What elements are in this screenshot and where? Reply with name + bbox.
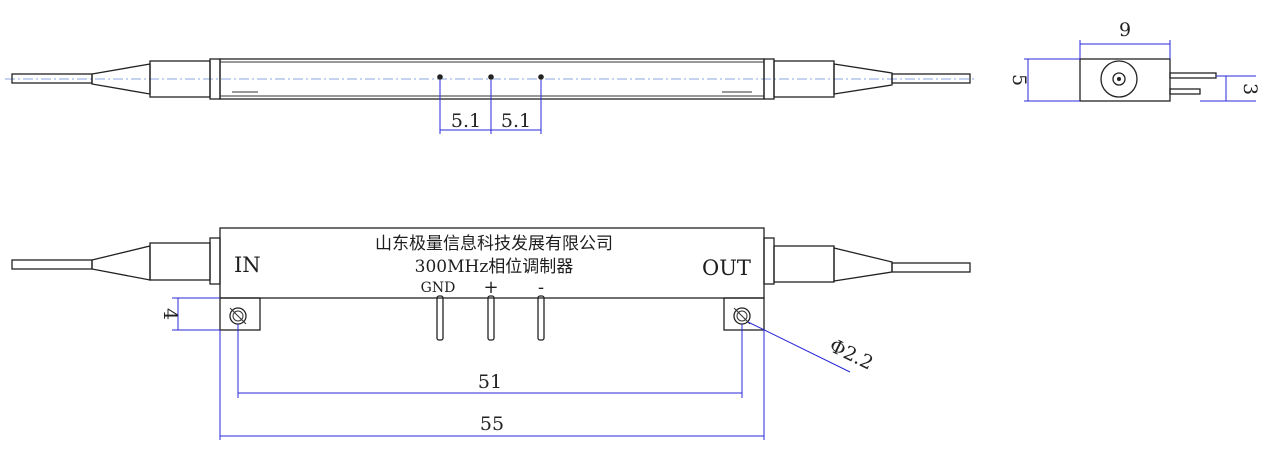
pin-minus-label: - [538, 277, 544, 298]
dim-pin-pitch-a: 5.1 [451, 110, 481, 132]
pin-minus [537, 295, 545, 341]
side-right-ferrule [773, 245, 835, 283]
pin-plus [487, 295, 495, 341]
dim-hole-diameter: Φ2.2 [826, 335, 877, 375]
dim-end-lead-offset: 3 [1239, 83, 1261, 95]
output-label: OUT [702, 256, 751, 280]
dim-end-height: 5 [1008, 74, 1030, 86]
side-left-ferrule [149, 242, 211, 281]
input-label: IN [234, 253, 261, 277]
side-left-fiber [11, 259, 93, 270]
side-left-boot [91, 245, 151, 281]
side-right-boot [833, 247, 893, 282]
company-name: 山东极量信息科技发展有限公司 [375, 234, 613, 254]
top-right-boot [833, 63, 893, 95]
end-view: 9 5 3 [1008, 19, 1261, 102]
top-view: 5.1 5.1 [5, 58, 975, 134]
dim-tab-height: 4 [159, 308, 181, 320]
end-view-body [1079, 58, 1171, 102]
left-mounting-tab [219, 297, 261, 331]
dim-hole-spacing: 51 [478, 371, 502, 393]
side-view: 山东极量信息科技发展有限公司 300MHz相位调制器 IN OUT GND + … [11, 227, 971, 440]
top-pin-plus [488, 74, 494, 80]
dim-pin-pitch-b: 5.1 [501, 110, 531, 132]
side-right-fiber [891, 262, 971, 273]
top-pin-minus [538, 74, 544, 80]
pin-plus-label: + [483, 277, 498, 298]
top-pin-gnd [437, 74, 443, 80]
right-mounting-tab [723, 297, 765, 331]
top-right-fiber [891, 73, 971, 84]
model-name: 300MHz相位调制器 [415, 257, 574, 277]
dim-end-width: 9 [1119, 19, 1131, 41]
pin-gnd [436, 295, 444, 341]
pin-gnd-label: GND [421, 280, 456, 296]
top-left-fiber [11, 73, 93, 84]
dim-body-length: 55 [480, 413, 504, 435]
